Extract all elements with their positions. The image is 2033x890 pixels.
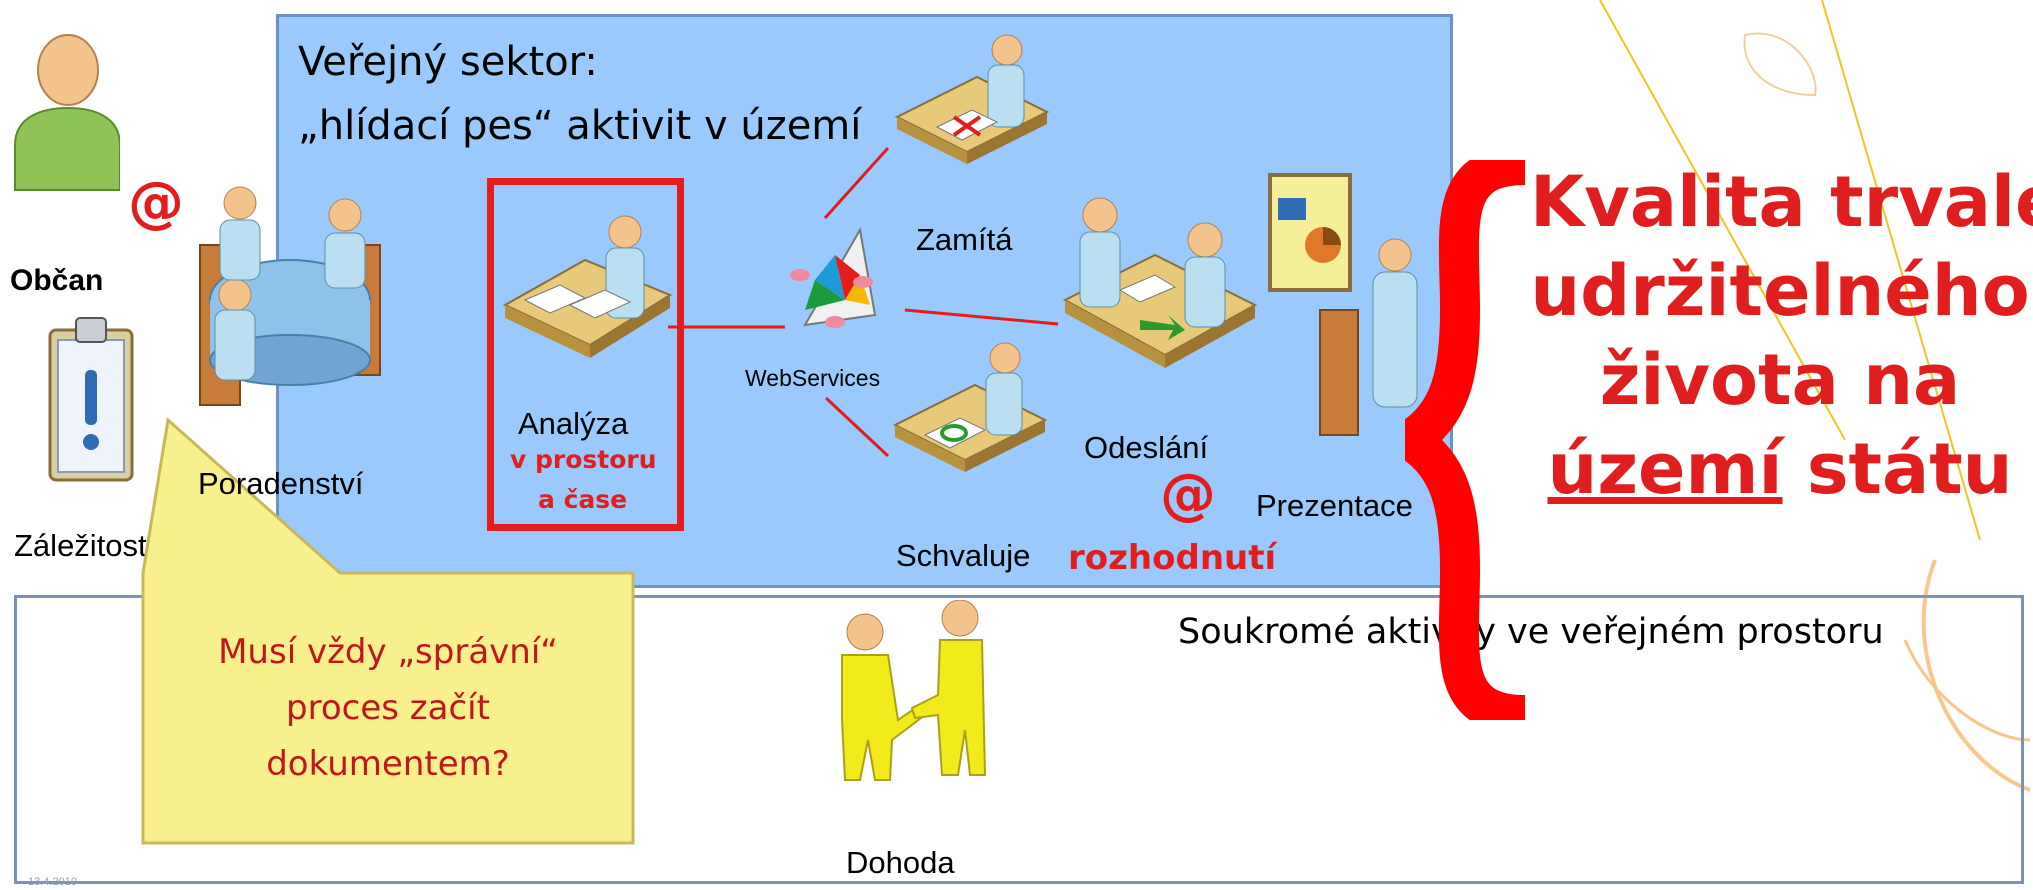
private-sector-box xyxy=(14,595,2024,884)
callout-line1: Musí vždy „správní“ xyxy=(218,632,558,672)
meeting-table-icon xyxy=(199,186,381,406)
analysis-desk-icon xyxy=(502,215,673,358)
analysis-detail-space: v prostoru xyxy=(510,445,657,474)
presentation-label: Prezentace xyxy=(1256,488,1413,523)
sending-desk-icon xyxy=(1062,197,1258,368)
callout-text: Musí vždy „správní“ proces začít dokumen… xyxy=(143,573,633,843)
quality-line2: udržitelného xyxy=(1530,250,2030,332)
slide-date: 13.4.2010 xyxy=(28,876,77,888)
private-sector-title: Soukromé aktivity ve veřejném prostoru xyxy=(1178,612,1884,652)
agreement-label: Dohoda xyxy=(846,845,955,880)
quality-state-word: státu xyxy=(1782,428,2013,510)
quality-line1: Kvalita trvale xyxy=(1530,161,2033,243)
sending-label: Odeslání xyxy=(1084,430,1209,465)
citizen-label: Občan xyxy=(10,264,104,297)
reject-desk-icon xyxy=(894,34,1050,164)
analysis-highlight-box xyxy=(487,178,684,531)
approves-label: Schvaluje xyxy=(896,538,1031,573)
quality-line3: života na xyxy=(1599,339,1961,421)
quality-territory-word: území xyxy=(1547,428,1783,510)
quality-statement: Kvalita trvale udržitelného života na úz… xyxy=(1530,158,2033,514)
webservices-label: WebServices xyxy=(745,365,881,391)
decision-label: rozhodnutí xyxy=(1068,538,1277,578)
public-sector-title-line1: Veřejný sektor: xyxy=(298,39,598,85)
citizen-at-sign: @ xyxy=(128,170,184,235)
rejects-label: Zamítá xyxy=(916,222,1013,257)
clipboard-icon xyxy=(48,317,134,482)
public-sector-title: Veřejný sektor: „hlídací pes“ aktivit v … xyxy=(298,30,861,158)
sending-at-sign: @ xyxy=(1160,462,1216,527)
handshake-icon xyxy=(841,600,987,781)
public-sector-title-line2: „hlídací pes“ aktivit v území xyxy=(298,103,862,149)
citizen-icon xyxy=(14,34,120,191)
analysis-label: Analýza xyxy=(518,406,629,441)
callout-line2: proces začít xyxy=(286,688,490,728)
matter-label: Záležitost xyxy=(14,528,147,563)
quality-line4: území státu xyxy=(1530,425,2030,514)
approve-desk-icon xyxy=(892,342,1048,472)
webservices-icon xyxy=(790,227,877,328)
callout-line3: dokumentem? xyxy=(266,744,510,784)
red-brace-icon xyxy=(1405,160,1526,720)
analysis-detail-time: a čase xyxy=(538,485,628,514)
presentation-icon xyxy=(1268,173,1418,436)
advisory-label: Poradenství xyxy=(198,466,364,501)
